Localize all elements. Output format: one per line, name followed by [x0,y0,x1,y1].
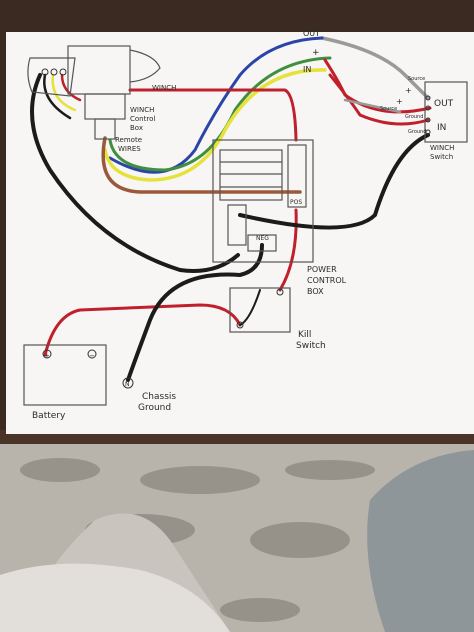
label-winch: WINCH [152,84,176,92]
label-kill-switch-1: Kill [298,330,311,340]
label-ground1: Ground [405,114,423,120]
label-chassis-ground-1: Chassis [142,392,176,402]
label-winch-control-box-1: WINCH [130,106,154,114]
label-plus-top: + [312,48,320,58]
wire-brown [101,136,302,194]
battery-minus-terminal [87,349,97,359]
wire-red-kill-to-pos [278,208,298,292]
wire-blue [108,36,324,174]
label-pos: POS [290,199,302,206]
wire-green [108,56,332,172]
label-switch-out: OUT [434,99,454,109]
wire-winch-small-2 [51,73,77,112]
slipper-right [367,450,474,632]
chassis-ground-terminal [122,377,134,389]
battery-box [23,344,107,406]
label-winch-control-box-3: Box [130,124,143,132]
label-kill-switch-2: Switch [296,341,326,351]
label-neg: NEG [256,235,269,242]
battery-plus-terminal [42,349,52,359]
wire-yellow [103,68,327,182]
wire-gray [320,36,430,100]
label-power-control-box-1: POWER [307,265,337,274]
wire-gray-lower [343,98,402,114]
label-power-control-box-3: BOX [307,287,324,296]
wire-red-mid [328,73,430,126]
wire-black-winch-ground [30,73,240,273]
paper-sheet [6,32,474,434]
label-power-control-box-2: CONTROL [307,276,347,285]
wire-winch-small-3 [60,73,82,102]
label-plus-right2: + [396,97,403,106]
wire-black-kill [239,289,261,326]
label-chassis-ground-2: Ground [138,403,171,413]
label-in-top: IN [303,65,311,74]
kill-switch-terminal [236,321,244,329]
winch [27,45,161,140]
label-source-mid: Source [380,106,397,112]
winch-terminals [41,68,67,76]
label-winch-control-box-2: Control [130,115,155,123]
label-switch-in: IN [437,123,446,133]
label-out-top: OUT [303,29,320,38]
blanket [0,563,230,632]
winch-switch-box [424,81,468,143]
wire-winch-small-1 [43,73,72,120]
label-battery-plus: + [44,352,50,360]
wire-black-switch [238,133,430,230]
power-control-box [212,139,314,263]
wire-red-winch-pos [128,88,298,142]
label-plus-right1: + [405,86,412,95]
label-source-top: Source [408,76,425,82]
label-ground-symbol: N [125,381,130,388]
label-winch-switch-2: Switch [430,153,453,161]
kill-switch-terminal-2 [276,288,284,296]
wire-red-battery [43,303,242,357]
label-ground2: Ground [408,129,426,135]
label-battery: Battery [32,411,66,421]
winch-switch-terminals [425,95,431,135]
label-remote-wires-1: Remote [115,136,142,144]
label-battery-minus: − [89,352,95,360]
wire-black-neg [126,243,264,382]
label-remote-wires-2: WIRES [118,145,141,153]
kill-switch-box [229,287,291,333]
label-winch-switch-1: WINCH [430,144,454,152]
